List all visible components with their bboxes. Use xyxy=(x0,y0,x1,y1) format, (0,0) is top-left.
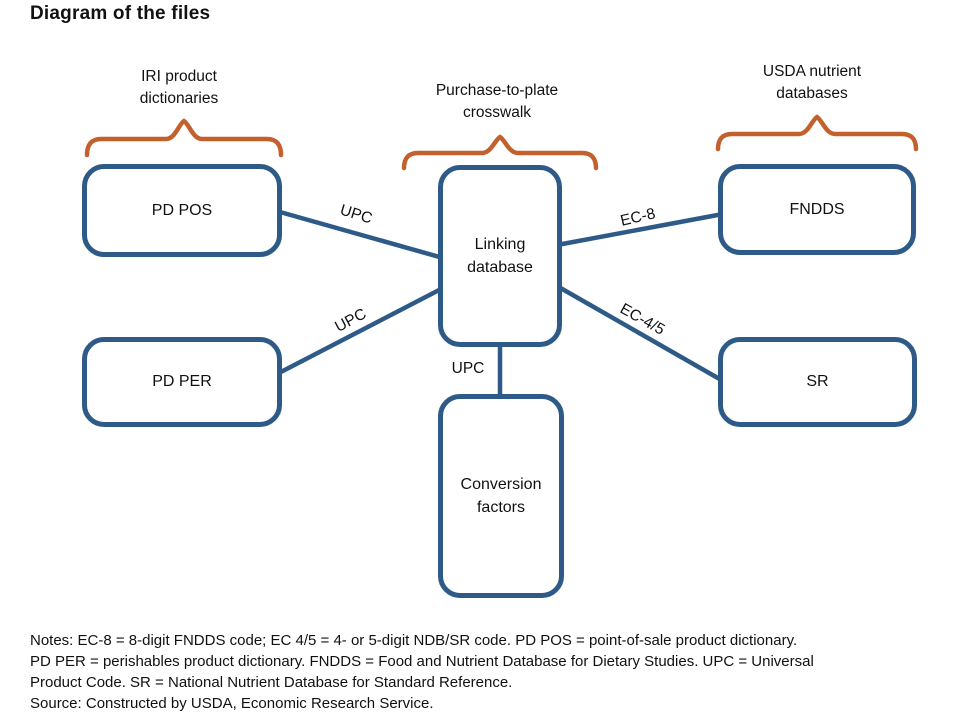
edge-linking-sr xyxy=(554,283,726,384)
edge-pdpos-linking xyxy=(277,209,446,261)
node-linking-database: Linking database xyxy=(438,165,562,347)
source-line: Source: Constructed by USDA, Economic Re… xyxy=(30,695,434,712)
node-conversion-factors: Conversion factors xyxy=(438,394,564,598)
page-title: Diagram of the files xyxy=(30,3,211,24)
node-conversion-factors-label: Conversion factors xyxy=(460,475,542,516)
notes-line-2: PD PER = perishables product dictionary.… xyxy=(30,653,814,670)
notes-line-1: Notes: EC-8 = 8-digit FNDDS code; EC 4/5… xyxy=(30,632,798,649)
node-pd-pos: PD POS xyxy=(82,164,282,257)
group-label-usda: USDA nutrient databases xyxy=(762,63,862,102)
node-fndds-label: FNDDS xyxy=(789,200,845,218)
edge-label-upc-conversion: UPC xyxy=(451,360,485,377)
notes-line-3: Product Code. SR = National Nutrient Dat… xyxy=(30,674,513,691)
node-pd-per: PD PER xyxy=(82,337,282,427)
group-label-crosswalk: Purchase-to-plate crosswalk xyxy=(435,82,559,121)
node-sr-label: SR xyxy=(806,373,829,391)
node-sr: SR xyxy=(718,337,917,427)
crosswalk-brace xyxy=(401,134,599,171)
node-pd-per-label: PD PER xyxy=(152,373,212,391)
iri-brace xyxy=(84,118,284,158)
group-label-iri: IRI product dictionaries xyxy=(139,68,219,107)
usda-brace xyxy=(715,114,919,152)
node-pd-pos-label: PD POS xyxy=(151,201,213,219)
node-fndds: FNDDS xyxy=(718,164,916,255)
edge-pdper-linking xyxy=(274,285,446,377)
notes-block: Notes: EC-8 = 8-digit FNDDS code; EC 4/5… xyxy=(30,630,814,714)
edge-linking-fndds xyxy=(554,211,726,248)
node-linking-database-label: Linking database xyxy=(467,235,533,276)
